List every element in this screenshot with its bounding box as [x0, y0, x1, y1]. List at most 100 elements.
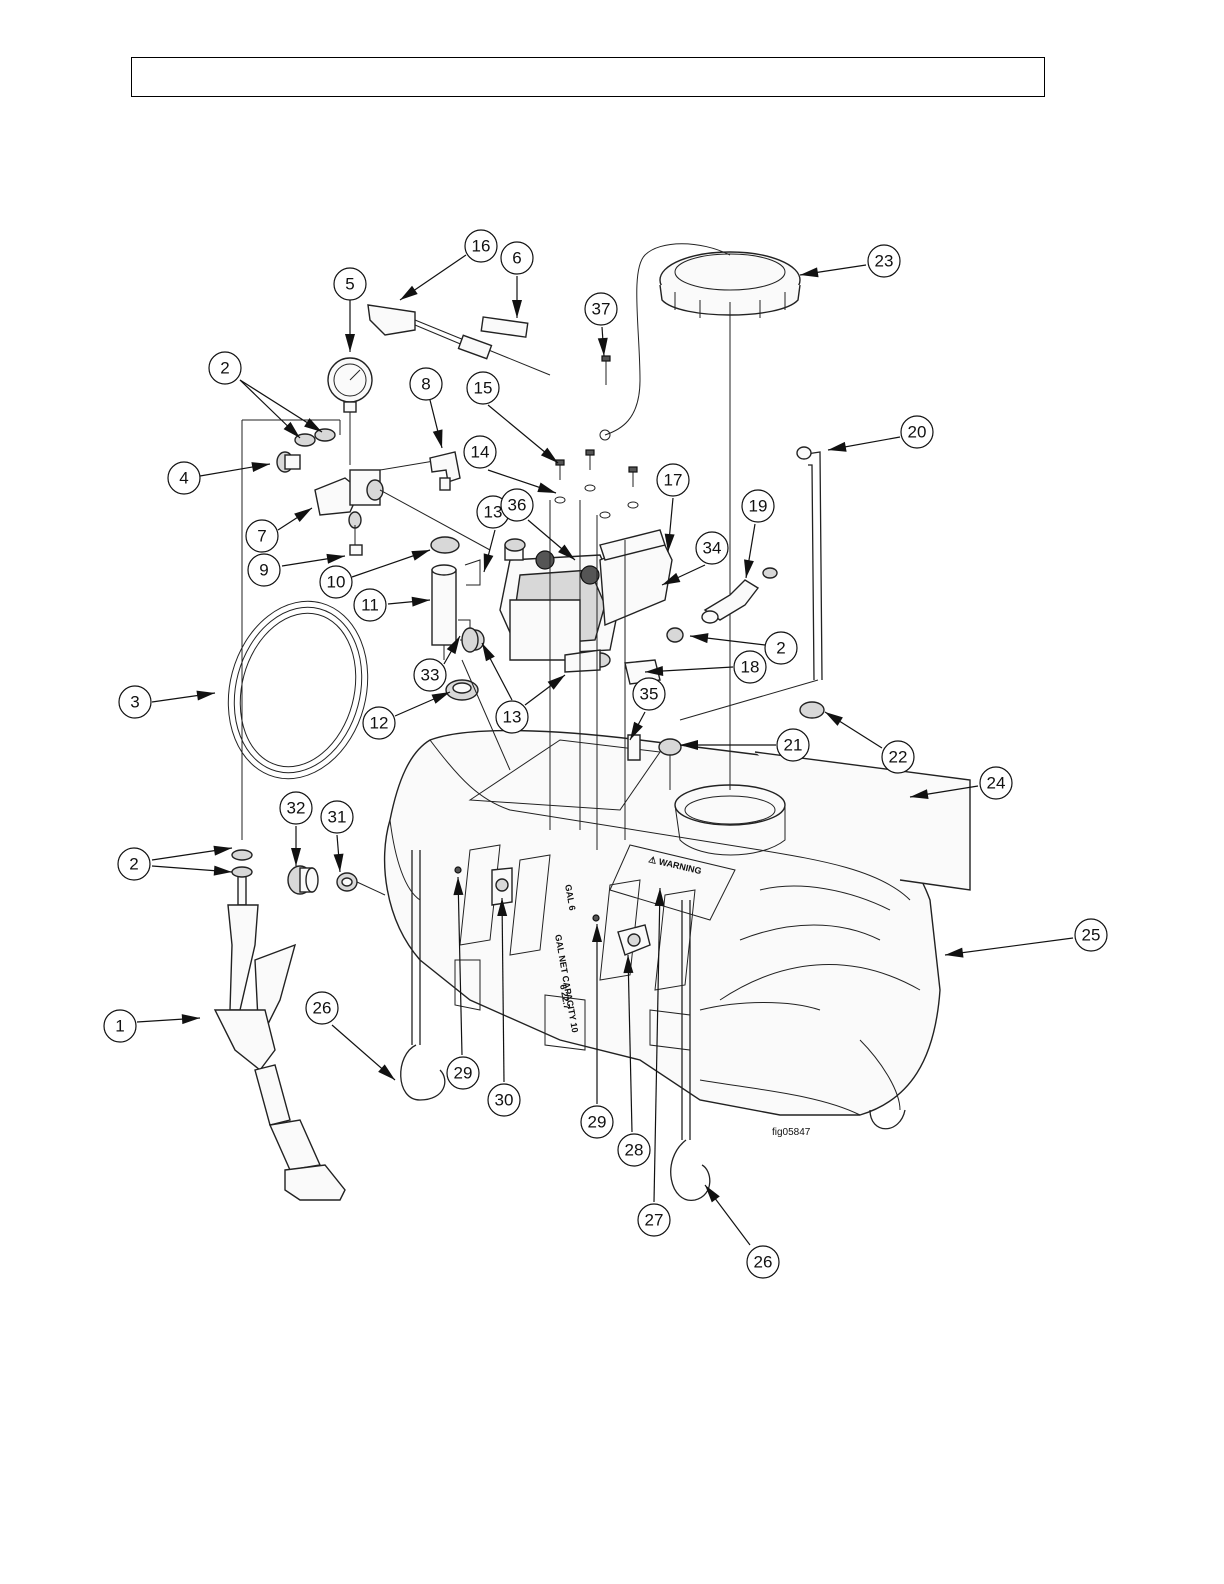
elbow-8: [430, 452, 460, 490]
callout-arrowhead: [182, 1014, 200, 1024]
callout-37: 37: [585, 293, 617, 356]
callout-arrowhead: [196, 691, 215, 701]
callout-4: 4: [168, 462, 270, 494]
callout-number: 37: [592, 300, 611, 319]
callout-26: 26: [705, 1185, 779, 1278]
callout-18: 18: [645, 651, 766, 683]
callout-arrowhead: [400, 286, 418, 300]
callout-arrowhead: [294, 508, 312, 522]
callout-arrowhead: [690, 633, 708, 643]
callout-arrowhead: [214, 866, 232, 876]
callout-16: 16: [400, 230, 497, 300]
callout-number: 1: [115, 1017, 124, 1036]
callout-arrowhead: [334, 854, 344, 872]
insulator-6: [481, 317, 528, 337]
callout-31: 31: [321, 801, 353, 872]
callout-number: 5: [345, 275, 354, 294]
nut-10: [431, 537, 459, 553]
callout-number: 8: [421, 375, 430, 394]
callout-arrowhead: [484, 553, 494, 572]
bracket-35: [628, 735, 640, 760]
callout-32: 32: [280, 792, 312, 866]
fitting-4: [277, 452, 300, 472]
hose-clamps-upper: [295, 429, 335, 446]
figure-id: fig05847: [772, 1127, 811, 1138]
callout-number: 25: [1082, 926, 1101, 945]
callout-number: 4: [179, 469, 188, 488]
callout-number: 34: [703, 539, 722, 558]
callout-number: 24: [987, 774, 1006, 793]
pressure-regulator: [315, 460, 490, 555]
callout-19: 19: [742, 490, 774, 578]
callout-arrowhead: [512, 300, 522, 318]
callout-number: 32: [287, 799, 306, 818]
callout-2: 2: [209, 352, 322, 438]
callout-number: 13: [484, 503, 503, 522]
nut-32: [288, 866, 318, 894]
callout-3: 3: [119, 686, 215, 718]
callout-number: 30: [495, 1091, 514, 1110]
callout-20: 20: [828, 416, 933, 452]
callout-14: 14: [464, 436, 556, 493]
callout-arrowhead: [828, 442, 847, 452]
wire-harness-16: [368, 305, 550, 375]
spray-gun: [215, 850, 345, 1200]
callout-26: 26: [306, 992, 395, 1080]
bungee-strap-rear: [870, 1110, 905, 1129]
callout-arrowhead: [291, 848, 301, 866]
callout-number: 11: [361, 596, 379, 615]
callout-11: 11: [354, 589, 430, 621]
callout-arrowhead: [432, 692, 450, 704]
callout-25: 25: [945, 919, 1107, 958]
callout-number: 17: [664, 471, 683, 490]
grommet-22: [800, 702, 824, 718]
callout-5: 5: [334, 268, 366, 352]
callout-number: 7: [257, 527, 266, 546]
callout-number: 23: [875, 252, 894, 271]
tank-cap: [600, 244, 800, 440]
callout-number: 21: [784, 736, 803, 755]
callout-number: 12: [370, 714, 389, 733]
washer-31: [337, 873, 385, 895]
pressure-gauge: [328, 358, 372, 465]
callout-number: 16: [472, 237, 491, 256]
suction-hose-19: [667, 568, 777, 642]
callout-arrowhead: [705, 1185, 720, 1202]
callout-number: 9: [259, 561, 268, 580]
callout-number: 6: [512, 249, 521, 268]
callout-arrowhead: [537, 482, 556, 493]
callout-1: 1: [104, 1010, 200, 1042]
callout-12: 12: [363, 692, 450, 739]
callout-number: 19: [749, 497, 768, 516]
callout-number: 35: [640, 685, 659, 704]
callout-arrowhead: [345, 334, 355, 352]
callout-arrowhead: [482, 643, 495, 661]
callout-number: 36: [508, 496, 527, 515]
callout-7: 7: [246, 508, 312, 552]
callout-arrowhead: [541, 448, 558, 463]
callout-arrowhead: [213, 846, 232, 856]
callout-arrowhead: [412, 597, 430, 607]
callout-8: 8: [410, 368, 442, 448]
callout-number: 33: [421, 666, 440, 685]
callout-number: 29: [454, 1064, 473, 1083]
callout-number: 2: [220, 359, 229, 378]
callout-arrowhead: [800, 267, 819, 277]
callout-number: 14: [471, 443, 490, 462]
callout-arrowhead: [433, 429, 443, 448]
callout-arrowhead: [326, 554, 345, 564]
callout-number: 10: [327, 573, 346, 592]
callout-number: 20: [908, 423, 927, 442]
callout-23: 23: [800, 245, 900, 277]
callout-number: 27: [645, 1211, 664, 1230]
callout-arrowhead: [825, 712, 843, 726]
callout-number: 3: [130, 693, 139, 712]
callout-number: 28: [625, 1141, 644, 1160]
callout-number: 15: [474, 379, 493, 398]
callout-leader: [945, 938, 1073, 955]
callout-arrowhead: [598, 338, 608, 356]
pump-screws: [555, 356, 638, 518]
callout-arrowhead: [945, 948, 964, 958]
filter-33: [462, 628, 478, 652]
